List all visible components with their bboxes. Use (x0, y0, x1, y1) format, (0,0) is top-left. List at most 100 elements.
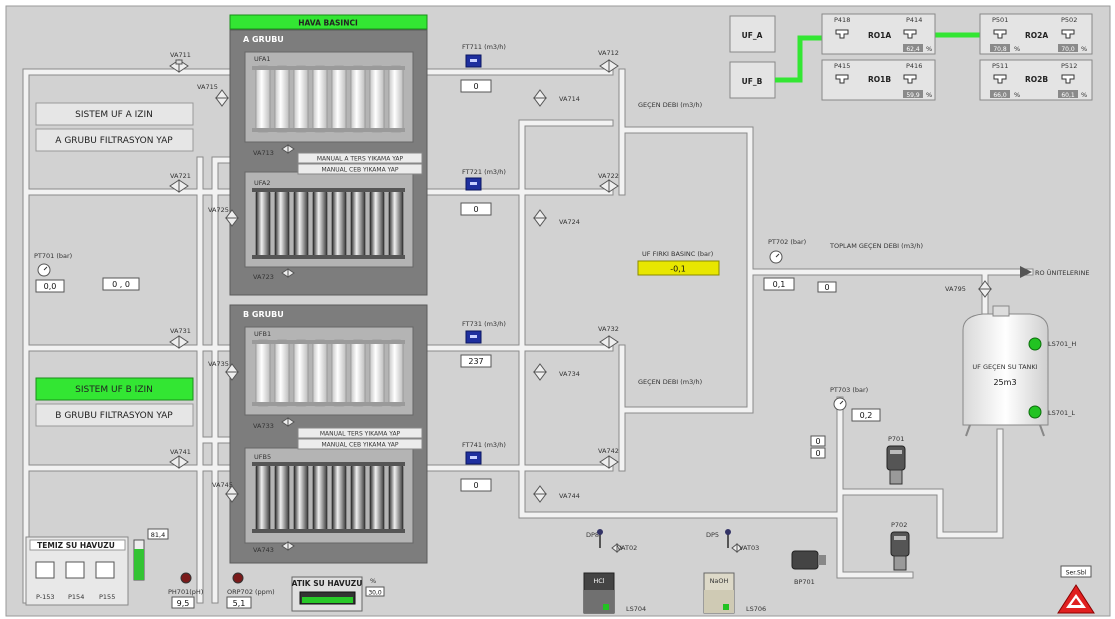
svg-text:RO2A: RO2A (1025, 31, 1048, 40)
valve-va711[interactable]: VA711 (169, 51, 191, 73)
svg-text:P702: P702 (891, 521, 907, 529)
valve-va743[interactable]: VA743 (253, 541, 295, 554)
dosing-pump-icon (597, 529, 603, 535)
svg-text:HCl: HCl (593, 577, 604, 585)
svg-text:PH701(pH): PH701(pH) (168, 588, 203, 596)
uf-a-selector[interactable]: UF_A (729, 15, 776, 53)
ro-unit-ro2b[interactable]: P511 P512 RO2B 66,0 % 60,1 % (979, 59, 1093, 101)
svg-text:VA725: VA725 (208, 206, 229, 214)
pump-icon (1061, 74, 1075, 84)
valve-va733[interactable]: VA733 (253, 417, 295, 430)
sistem-uf-b-button[interactable]: SISTEM UF B IZIN (35, 377, 194, 401)
clean-water-level: 81,4 (133, 528, 169, 581)
module-name: UFA1 (254, 55, 270, 63)
valve-va731[interactable]: VA731 (169, 327, 191, 349)
sistem-uf-a-button[interactable]: SISTEM UF A IZIN (35, 102, 194, 126)
valve-va724[interactable]: VA724 (533, 209, 580, 227)
valve-va735[interactable]: VA735 (208, 360, 239, 381)
uf-module-ufa1[interactable]: UFA1 (252, 55, 405, 134)
svg-text:70,8: 70,8 (993, 46, 1007, 53)
valve-va725[interactable]: VA725 (208, 206, 239, 227)
pump-p702[interactable]: P702 (890, 521, 910, 571)
drain-valves: VA713 VA723 VA733 VA743 (253, 144, 295, 554)
led-icon (1028, 405, 1042, 419)
valve-va741[interactable]: VA741 (169, 448, 191, 469)
svg-text:VA722: VA722 (598, 172, 619, 180)
pump-icon (903, 74, 917, 84)
level-switch-high: LS701_H (1028, 337, 1076, 351)
valve-va722[interactable]: VA722 (598, 172, 619, 193)
valve-va723[interactable]: VA723 (253, 268, 295, 281)
alarm-indicator[interactable]: Ser.Sbl (1057, 565, 1095, 614)
valve-va721[interactable]: VA721 (169, 172, 191, 193)
valve-va745[interactable]: VA745 (212, 481, 239, 503)
svg-text:PT703 (bar): PT703 (bar) (830, 386, 868, 394)
ro-unit-ro2a[interactable]: P501 P502 RO2A 70,8 % 70,0 % (979, 13, 1093, 55)
svg-text:VA732: VA732 (598, 325, 619, 333)
valve-va715[interactable]: VA715 (197, 83, 229, 107)
svg-text:VA723: VA723 (253, 273, 274, 281)
uf-module-ufa2[interactable]: UFA2 (252, 179, 405, 259)
ro-unit-ro1b[interactable]: P415 P416 RO1B 59,9 % (821, 59, 936, 101)
a-filtrasyon-button[interactable]: A GRUBU FILTRASYON YAP (35, 128, 194, 152)
uf-module-ufb5[interactable]: UFB5 (252, 453, 405, 533)
svg-text:P511: P511 (992, 62, 1008, 70)
waste-water-tank[interactable]: ATIK SU HAVUZU 30,0 % (291, 576, 385, 612)
svg-text:P415: P415 (834, 62, 850, 70)
pump-p701[interactable]: P701 (886, 435, 906, 485)
svg-text:A GRUBU FILTRASYON YAP: A GRUBU FILTRASYON YAP (55, 136, 173, 146)
chem-tank-naoh[interactable]: DP5 NaOH LS706 (703, 529, 766, 614)
total-permeate-flow: TOPLAM GEÇEN DEBI (m3/h) 0 (817, 242, 923, 293)
svg-text:59,9: 59,9 (906, 92, 920, 99)
svg-text:-0,1: -0,1 (670, 265, 686, 274)
svg-text:P701: P701 (888, 435, 904, 443)
valve-va714[interactable]: VA714 (533, 89, 580, 107)
b-manual-chem-wash-button[interactable]: MANUAL CEB YIKAMA YAP (297, 438, 423, 450)
valve-va732[interactable]: VA732 (598, 325, 619, 349)
pump-bp701[interactable]: BP701 (791, 550, 826, 586)
uf-module-ufb1[interactable]: UFB1 (252, 330, 405, 407)
svg-text:MANUAL CEB YIKAMA YAP: MANUAL CEB YIKAMA YAP (322, 167, 399, 174)
b-manual-backwash-button[interactable]: MANUAL TERS YIKAMA YAP (297, 427, 423, 439)
svg-text:60,1: 60,1 (1061, 92, 1075, 99)
chem-tank-hcl[interactable]: DP8 HCl LS704 (583, 529, 646, 614)
svg-text:237: 237 (468, 357, 483, 366)
svg-text:VA714: VA714 (559, 95, 580, 103)
svg-text:P155: P155 (99, 593, 115, 601)
valve-va744[interactable]: VA744 (533, 485, 580, 503)
svg-text:DP8: DP8 (586, 531, 599, 539)
valve-va712[interactable]: VA712 (598, 49, 619, 73)
svg-text:%: % (370, 577, 376, 585)
module-name: UFB1 (254, 330, 271, 338)
svg-text:FT711 (m3/h): FT711 (m3/h) (462, 43, 506, 51)
svg-text:0: 0 (473, 205, 478, 214)
clean-water-tank[interactable]: TEMIZ SU HAVUZU P-153 P154 P155 (25, 536, 129, 606)
svg-text:ORP702 (ppm): ORP702 (ppm) (227, 588, 275, 596)
svg-text:MANUAL TERS YIKAMA YAP: MANUAL TERS YIKAMA YAP (320, 431, 401, 438)
module-name: UFA2 (254, 179, 270, 187)
pressure-pt701: PT701 (bar) 0,0 (34, 252, 72, 293)
main-panel (5, 5, 1111, 617)
valve-va795[interactable]: VA795 (945, 280, 992, 298)
svg-text:VA724: VA724 (559, 218, 580, 226)
valve-vat03[interactable]: VAT03 (731, 542, 759, 554)
ro-unit-ro1a[interactable]: P418 P414 RO1A 62,4 % (821, 13, 936, 55)
uf-permeate-tank[interactable]: UF GEÇEN SU TANKI 25m3 (962, 305, 1049, 437)
a-manual-chem-wash-button[interactable]: MANUAL CEB YIKAMA YAP (297, 163, 423, 175)
svg-text:%: % (1081, 45, 1087, 53)
valve-va734[interactable]: VA734 (533, 363, 580, 381)
a-manual-backwash-button[interactable]: MANUAL A TERS YIKAMA YAP (297, 152, 423, 164)
svg-text:P416: P416 (906, 62, 922, 70)
uf-b-selector[interactable]: UF_B (729, 61, 776, 99)
svg-text:LS701_L: LS701_L (1048, 409, 1075, 417)
inlet-valves: VA711 VA721 VA731 VA741 VA715 VA725 VA73… (169, 51, 239, 503)
svg-text:VA741: VA741 (170, 448, 191, 456)
flow-meter-ft731: FT731 (m3/h) 237 (460, 320, 506, 368)
svg-text:VA745: VA745 (212, 481, 233, 489)
permeate-valves: VA712 VA722 VA732 VA742 VA714 VA724 VA73… (533, 49, 619, 503)
valve-va742[interactable]: VA742 (598, 447, 619, 469)
valve-va713[interactable]: VA713 (253, 144, 295, 157)
valve-vat02[interactable]: VAT02 (611, 542, 637, 554)
b-filtrasyon-button[interactable]: B GRUBU FILTRASYON YAP (35, 403, 194, 427)
